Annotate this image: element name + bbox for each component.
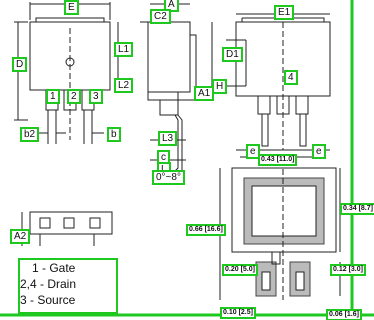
label-L1: L1 [114, 42, 134, 57]
label-A2: A2 [10, 229, 31, 244]
label-pin2: 2 [67, 89, 81, 104]
label-E: E [64, 0, 79, 15]
label-pin4: 4 [284, 70, 298, 85]
label-C2: C2 [150, 9, 171, 24]
label-A1: A1 [194, 86, 215, 101]
dim-total-height: 0.66 [16.6] [186, 224, 226, 236]
label-b2: b2 [20, 127, 40, 142]
legend-source: 3 - Source [20, 293, 76, 307]
dim-lead-pitch: 0.10 [2.5] [220, 307, 256, 319]
label-E1: E1 [274, 5, 295, 20]
label-angle: 0°~8° [152, 170, 185, 185]
side-body [147, 21, 191, 93]
dim-lead-width: 0.06 [1.6] [326, 309, 362, 320]
legend-drain: 2,4 - Drain [20, 277, 77, 291]
label-D: D [12, 57, 28, 72]
legend-gate: 1 - Gate [32, 261, 76, 275]
label-e-right: e [312, 144, 326, 159]
dim-pad-width: 0.43 [11.0] [258, 154, 298, 166]
label-b: b [107, 127, 121, 142]
label-H: H [212, 79, 228, 94]
label-pin3: 3 [89, 89, 103, 104]
label-pin1: 1 [46, 89, 60, 104]
dim-lead-pad-height: 0.12 [3.0] [330, 264, 366, 276]
dim-tab-gap: 0.20 [5.0] [222, 264, 258, 276]
label-e-left: e [246, 144, 260, 159]
label-L3: L3 [158, 131, 178, 146]
footprint-pad [231, 167, 337, 253]
label-L2: L2 [114, 78, 134, 93]
pin-legend: 1 - Gate 2,4 - Drain 3 - Source [18, 258, 118, 314]
front-body [29, 21, 111, 91]
label-D1: D1 [222, 47, 243, 62]
dim-pad-height: 0.34 [8.7] [340, 203, 374, 215]
top-body [235, 21, 331, 97]
